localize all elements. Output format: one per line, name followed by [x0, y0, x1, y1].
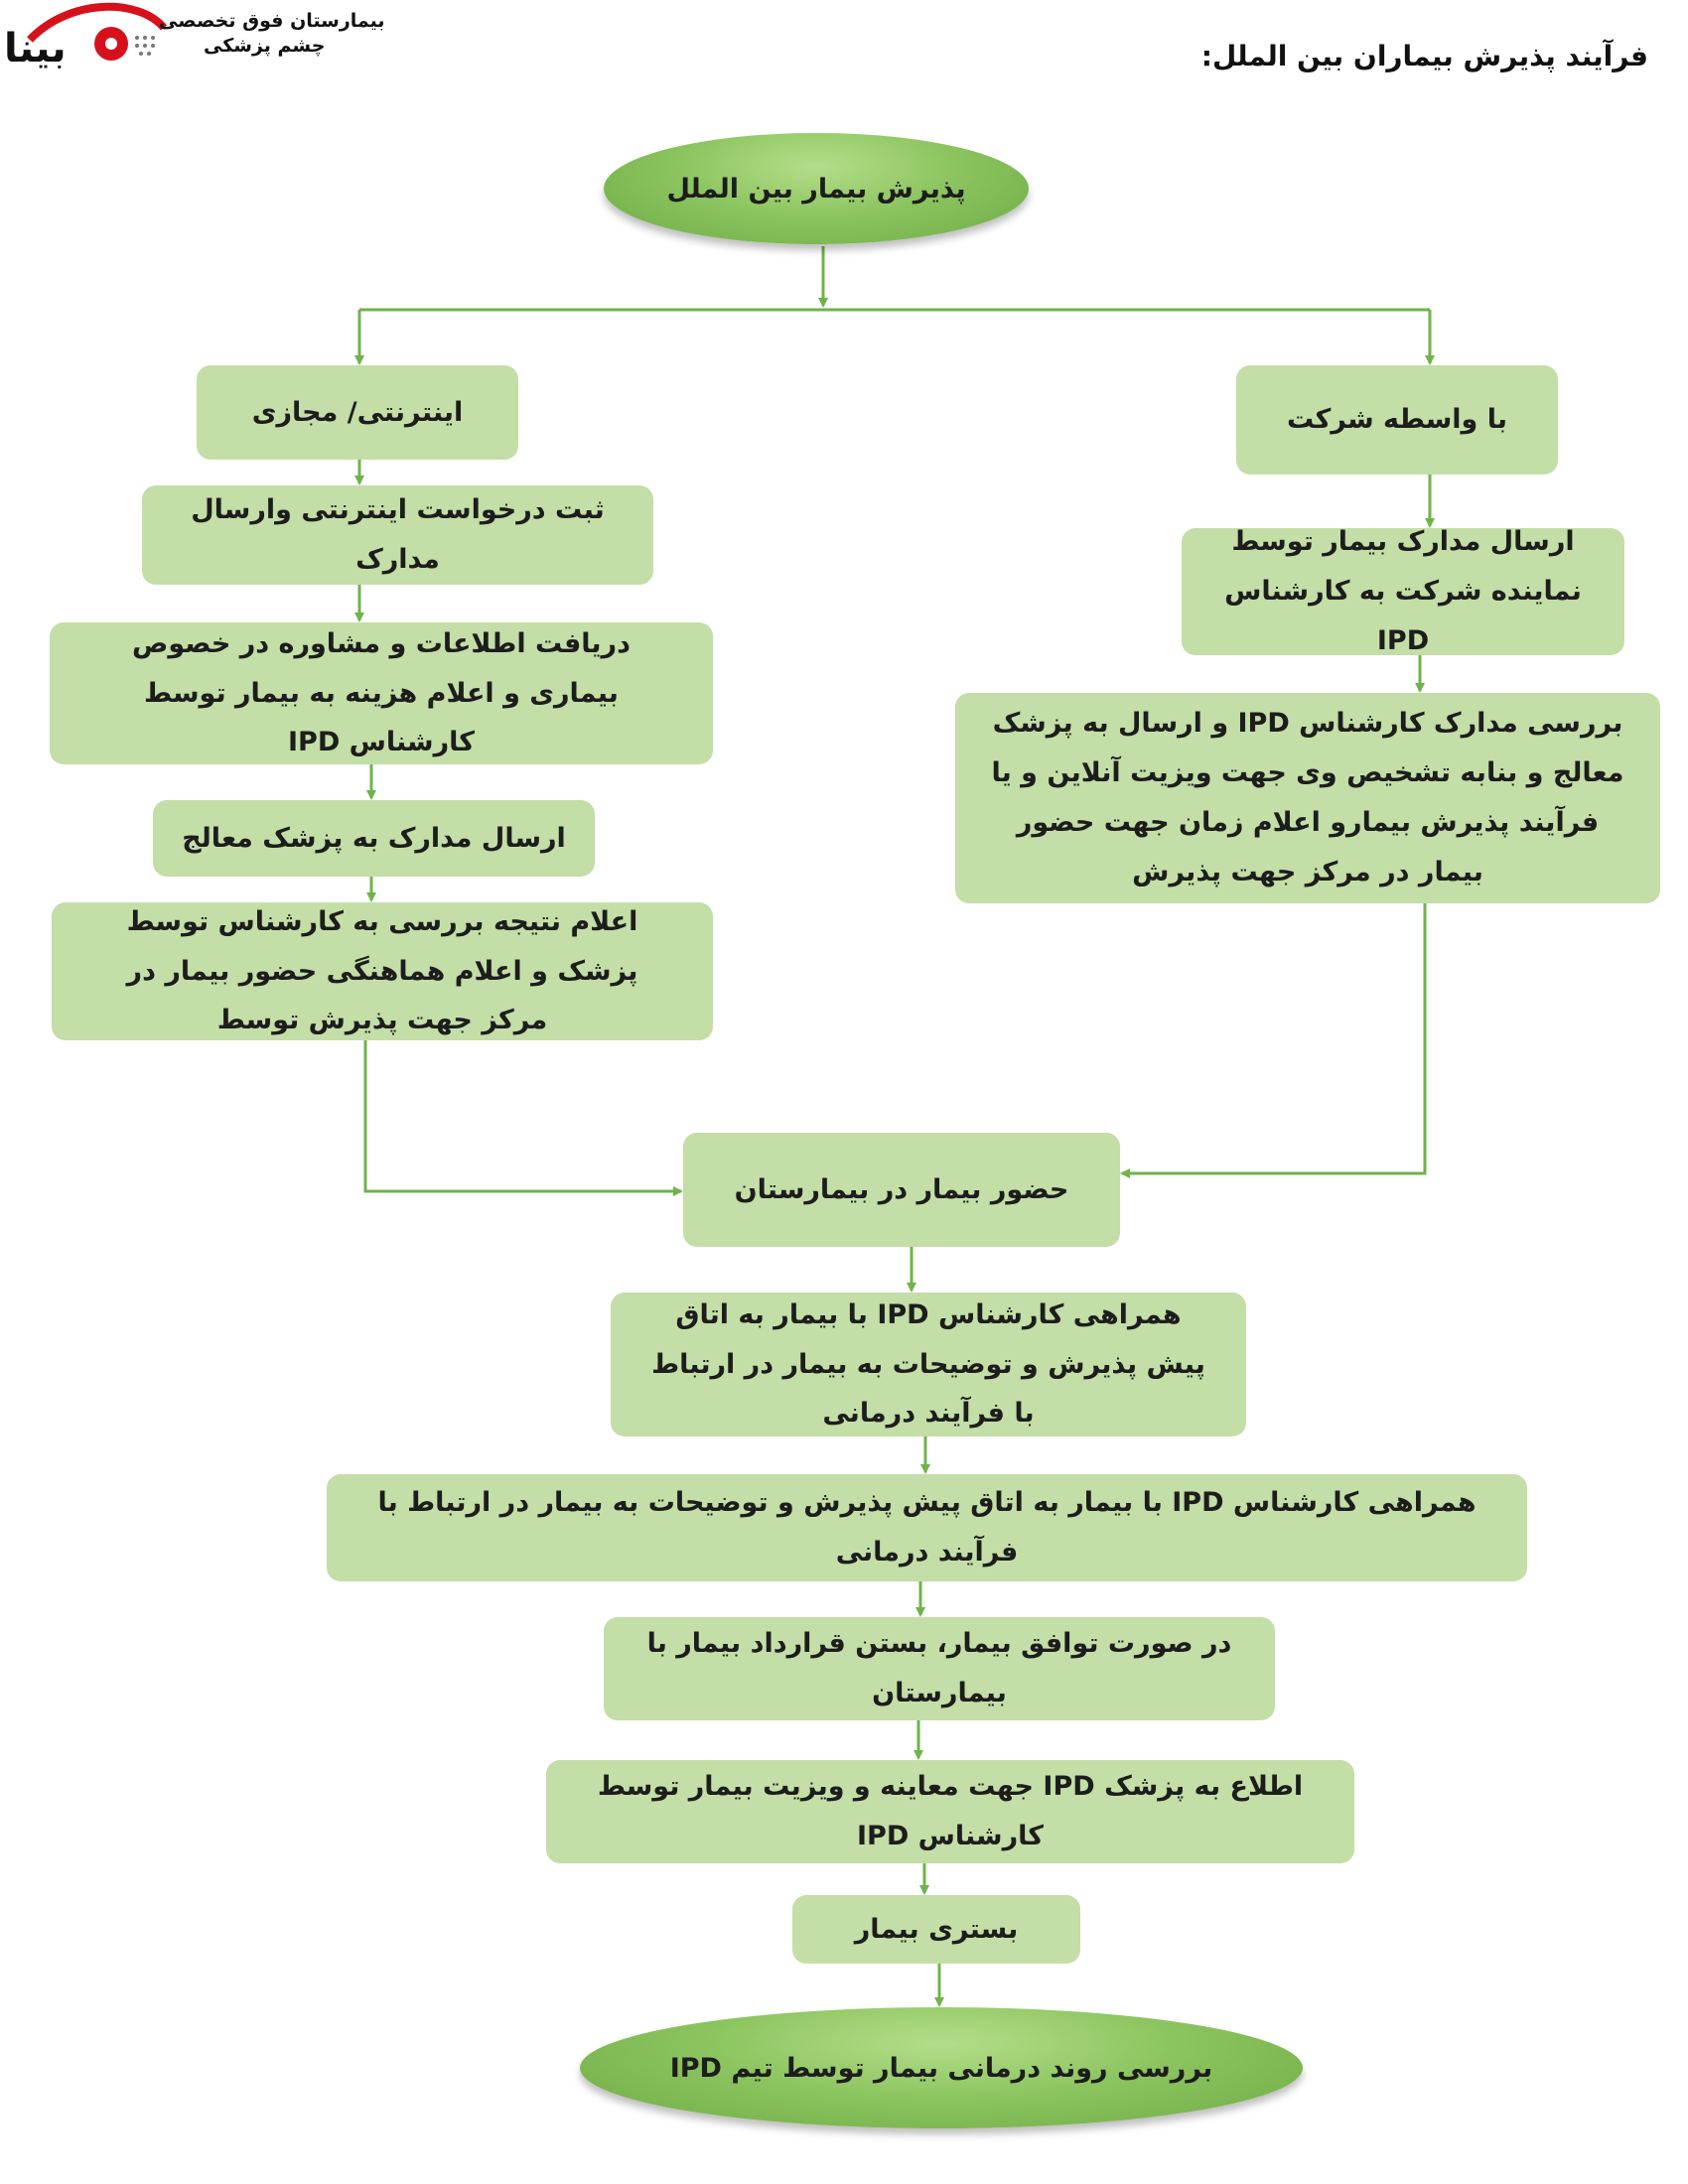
hospital-logo: بینا بیمارستان فوق تخصصی چشم پزشکی: [0, 0, 385, 79]
admission-box: بستری بیمار: [792, 1895, 1080, 1964]
eye-logo-icon: [27, 2, 168, 61]
logo-line2-text: چشم پزشکی: [204, 35, 326, 57]
logo-line1-text: بیمارستان فوق تخصصی: [159, 10, 385, 32]
end-oval: بررسی روند درمانی بیمار توسط تیم IPD: [580, 2007, 1303, 2128]
company-review-box: بررسی مدارک کارشناس IPD و ارسال به پزشک …: [955, 693, 1660, 903]
online-result-box: اعلام نتیجه بررسی به کارشناس توسط پزشک و…: [52, 902, 713, 1040]
online-register-box: ثبت درخواست اینترنتی وارسال مدارک: [142, 485, 653, 585]
patient-arrival-box: حضور بیمار در بیمارستان: [683, 1133, 1120, 1247]
connector-online-to-arrive: [363, 1040, 683, 1196]
company-channel-box: با واسطه شرکت: [1236, 365, 1558, 475]
online-send-docs-box: ارسال مدارک به پزشک معالج: [153, 800, 595, 877]
accompany-box-2: همراهی کارشناس IPD با بیمار به اتاق پیش …: [327, 1474, 1527, 1581]
accompany-box-1: همراهی کارشناس IPD با بیمار به اتاق پیش …: [611, 1293, 1246, 1436]
online-channel-box: اینترنتی/ مجازی: [197, 365, 518, 460]
company-send-docs-box: ارسال مدارک بیمار توسط نماینده شرکت به ک…: [1182, 526, 1624, 656]
contract-box: در صورت توافق بیمار، بستن قرارداد بیمار …: [604, 1617, 1275, 1720]
page-title: فرآیند پذیرش بیماران بین الملل:: [1200, 40, 1648, 72]
connector-company-to-arrive: [1120, 903, 1427, 1178]
start-oval: پذیرش بیمار بین الملل: [604, 133, 1029, 244]
logo-brand-text: بینا: [4, 26, 67, 71]
online-info-box: دریافت اطلاعات و مشاوره در خصوص بیماری و…: [50, 622, 713, 764]
notify-doctor-box: اطلاع به پزشک IPD جهت معاینه و ویزیت بیم…: [546, 1760, 1354, 1863]
